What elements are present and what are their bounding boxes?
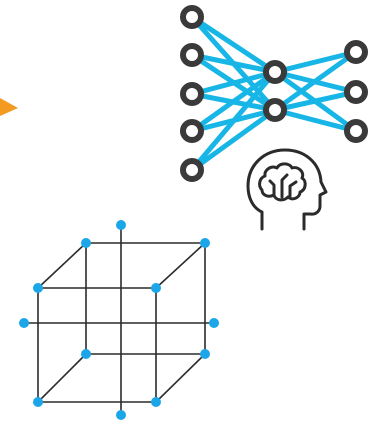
network-node — [263, 98, 287, 122]
network-node — [180, 158, 204, 182]
lattice-point — [81, 349, 91, 359]
orange-arrow-icon — [0, 98, 18, 116]
network-connection — [272, 49, 359, 75]
lattice-point — [151, 397, 161, 407]
lattice-edge — [37, 353, 87, 403]
network-node — [180, 43, 204, 67]
lattice-edge — [155, 353, 206, 403]
cubic-lattice-icon — [19, 220, 219, 420]
network-connection — [272, 107, 359, 134]
lattice-point — [116, 410, 126, 420]
network-connection — [189, 69, 278, 173]
network-connection — [189, 14, 278, 75]
network-connection — [189, 69, 278, 134]
lattice-point — [151, 283, 161, 293]
network-connection — [189, 107, 278, 173]
lattice-point — [33, 397, 43, 407]
lattice-points — [19, 220, 219, 420]
network-connections — [189, 14, 359, 173]
network-nodes — [180, 5, 368, 182]
neural-network-icon — [180, 5, 368, 182]
network-node — [180, 119, 204, 143]
network-node — [344, 119, 368, 143]
head-with-circuit-brain-icon — [246, 148, 328, 231]
lattice-point — [33, 283, 43, 293]
lattice-point — [200, 349, 210, 359]
network-connection — [189, 69, 278, 97]
network-node — [344, 80, 368, 104]
lattice-point — [200, 238, 210, 248]
network-node — [180, 5, 204, 29]
lattice-point — [81, 238, 91, 248]
network-connection — [272, 49, 359, 113]
network-connection — [272, 89, 359, 113]
lattice-edge — [37, 242, 87, 289]
lattice-point — [116, 220, 126, 230]
lattice-edges — [24, 225, 214, 415]
brain-circuit-icon — [258, 162, 307, 202]
network-node — [180, 82, 204, 106]
lattice-edge — [155, 242, 206, 289]
lattice-point — [209, 318, 219, 328]
network-node — [263, 60, 287, 84]
network-node — [344, 40, 368, 64]
network-connection — [189, 52, 278, 75]
lattice-point — [19, 318, 29, 328]
